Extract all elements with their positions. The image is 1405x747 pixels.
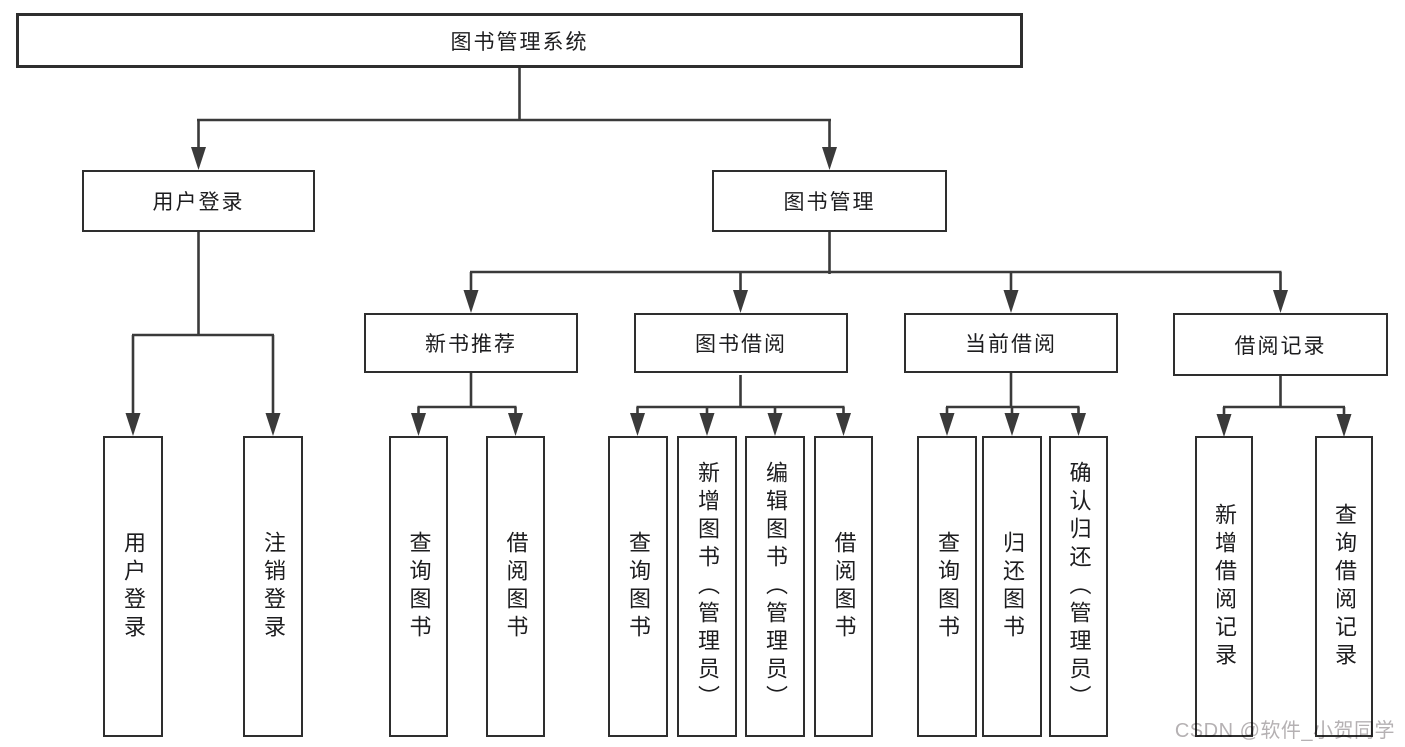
leaf-query-books-3: 查询图书	[917, 436, 977, 737]
leaf-borrow-books-2: 借阅图书	[814, 436, 873, 737]
node-current-borrowing: 当前借阅	[904, 313, 1118, 373]
leaf-query-books-2: 查询图书	[608, 436, 668, 737]
node-book-borrowing: 图书借阅	[634, 313, 848, 373]
leaf-borrow-books-1: 借阅图书	[486, 436, 545, 737]
leaf-add-borrow-record: 新增借阅记录	[1195, 436, 1253, 737]
node-library-system: 图书管理系统	[16, 13, 1023, 68]
node-book-management: 图书管理	[712, 170, 947, 232]
leaf-confirm-return-admin: 确认归还（管理员）	[1049, 436, 1108, 737]
leaf-query-books-1: 查询图书	[389, 436, 448, 737]
leaf-edit-books-admin: 编辑图书（管理员）	[745, 436, 805, 737]
leaf-add-books-admin: 新增图书（管理员）	[677, 436, 737, 737]
node-user-login: 用户登录	[82, 170, 315, 232]
leaf-return-books: 归还图书	[982, 436, 1042, 737]
leaf-logout: 注销登录	[243, 436, 303, 737]
leaf-user-login: 用户登录	[103, 436, 163, 737]
watermark-text: CSDN @软件_小贺同学	[1174, 720, 1395, 742]
node-borrowing-records: 借阅记录	[1173, 313, 1388, 376]
leaf-query-borrow-record: 查询借阅记录	[1315, 436, 1373, 737]
node-new-book-recommend: 新书推荐	[364, 313, 578, 373]
